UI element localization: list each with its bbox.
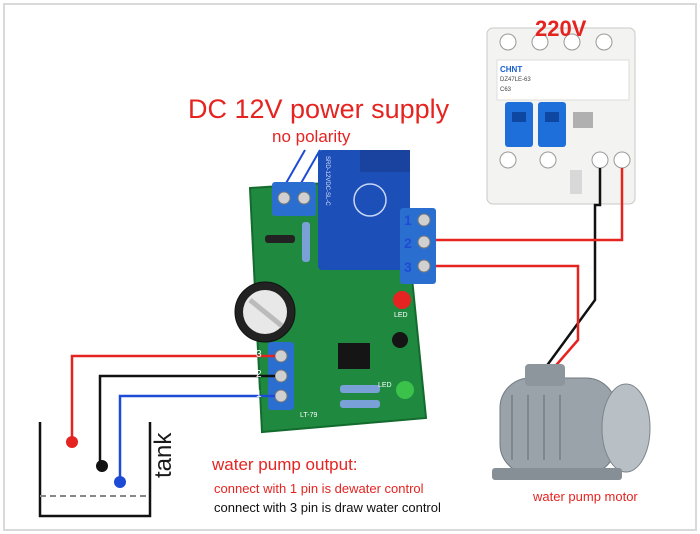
sensor-pin-2-label: 2: [256, 369, 262, 380]
mains-wire-black: [538, 168, 602, 376]
polarity-note: no polarity: [272, 127, 351, 146]
sensor-wire-blue: [118, 394, 275, 482]
board-led-mark-1: LED: [394, 312, 408, 319]
mains-voltage-label: 220V: [535, 16, 587, 41]
breaker-switch-right: [538, 102, 566, 147]
breaker-switch-left: [505, 102, 533, 147]
red-led: [393, 291, 411, 309]
probe-common: [96, 460, 108, 472]
sensor-pin-1-label: 1: [256, 389, 262, 400]
tank-label: tank: [150, 432, 177, 478]
sensor-wire-black: [98, 374, 275, 466]
dc-wire-1: [284, 149, 306, 186]
probe-high: [66, 436, 78, 448]
power-supply-title: DC 12V power supply: [188, 94, 450, 124]
breaker-model: DZ47LE-63: [500, 77, 531, 83]
water-pump-motor: [492, 364, 651, 480]
frame-border: [3, 3, 697, 531]
relay-pin-2-label: 2: [404, 235, 412, 251]
dc-terminal-block: [272, 182, 316, 216]
sensor-pin-3-label: 3: [256, 349, 262, 360]
dc-wire-2: [299, 149, 321, 186]
green-led: [396, 381, 414, 399]
relay-pin-3-label: 3: [404, 259, 412, 275]
board-model-mark: LT-79: [300, 412, 318, 419]
motor-label: water pump motor: [533, 489, 638, 504]
tank-outline: [38, 422, 152, 518]
breaker-brand: CHNT: [500, 65, 523, 74]
sensor-wire-red: [70, 354, 275, 442]
pin3-note: connect with 3 pin is draw water control: [214, 500, 441, 515]
relay-model: SRD-12VDC-SL-C: [324, 156, 330, 206]
mains-wire-red: [432, 168, 624, 242]
probe-low: [114, 476, 126, 488]
relay: [318, 150, 410, 270]
breaker-rating: C63: [500, 87, 512, 93]
pump-wire-red: [432, 264, 580, 379]
pin1-note: connect with 1 pin is dewater control: [214, 481, 424, 496]
pump-output-heading: water pump output:: [212, 455, 358, 474]
controller-board: [234, 150, 428, 434]
relay-pin-1-label: 1: [404, 212, 412, 228]
board-led-mark-2: LED: [378, 382, 392, 389]
circuit-breaker: [486, 27, 636, 205]
ic-chip: [338, 343, 370, 369]
